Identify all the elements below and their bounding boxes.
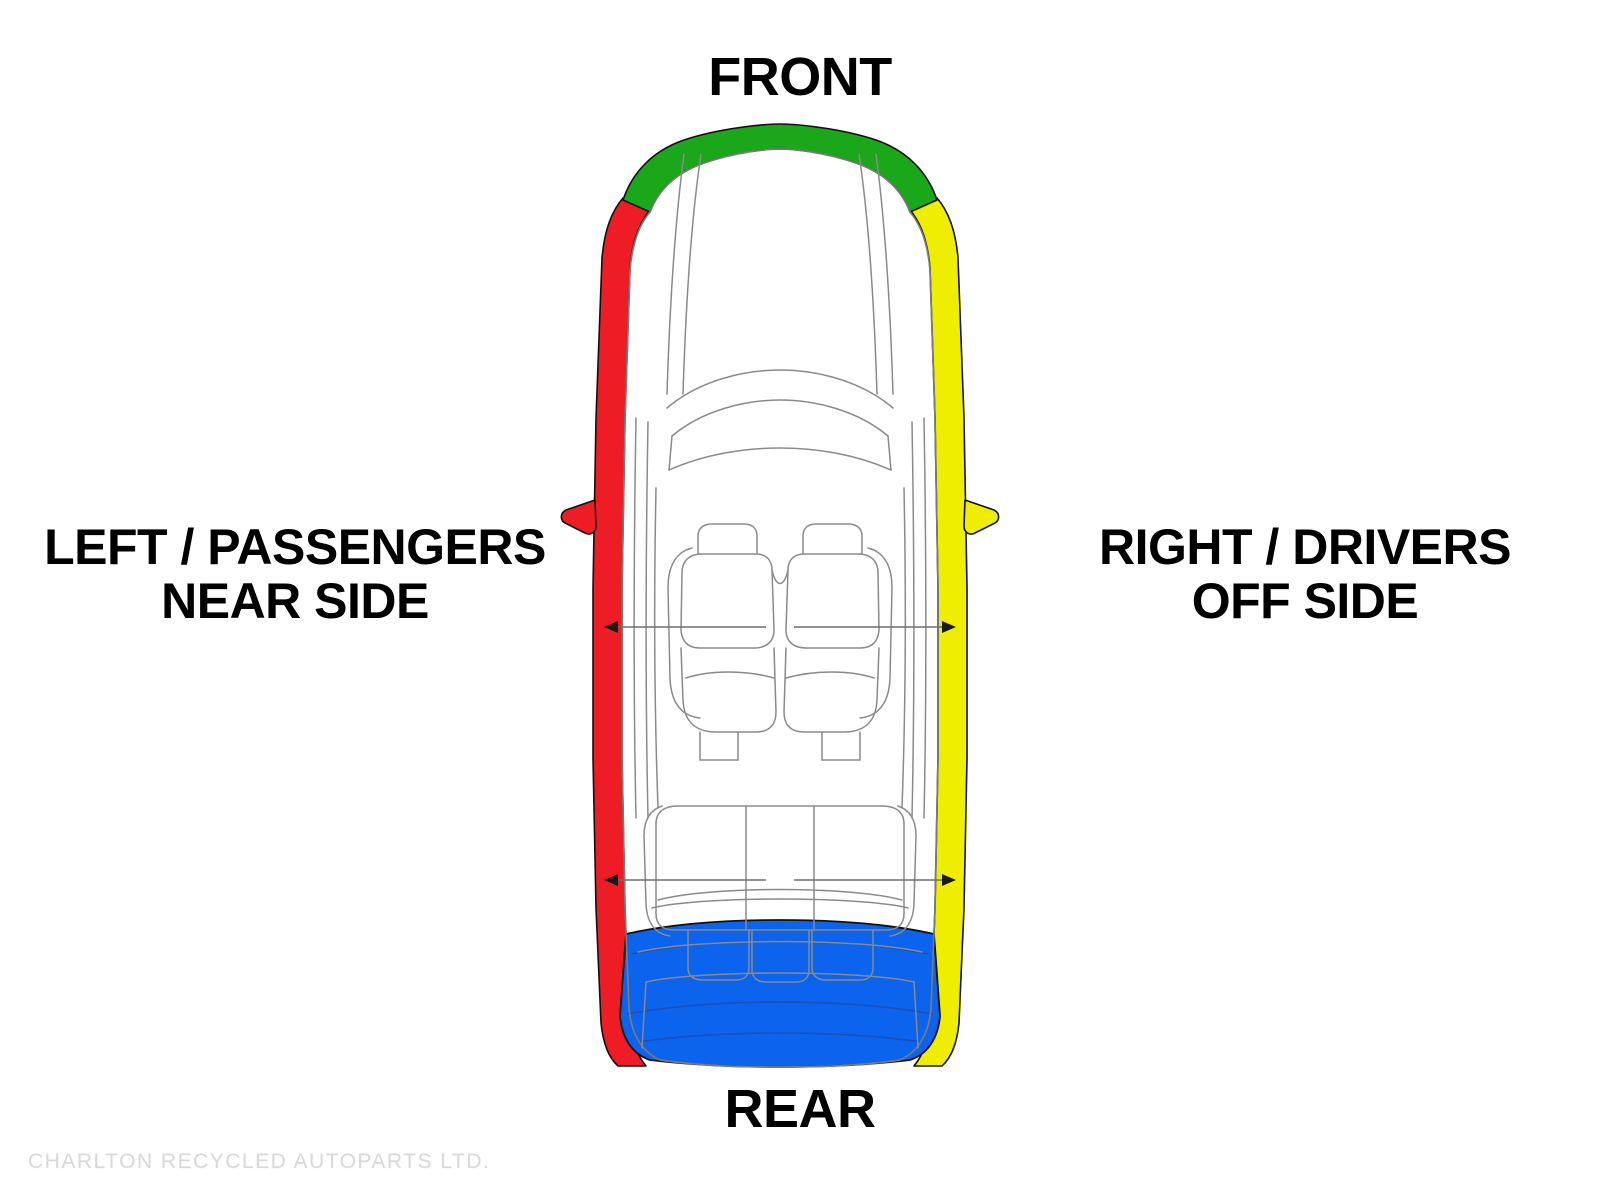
- left-door-line-a: [633, 417, 637, 819]
- front-seat-left-rail: [699, 731, 739, 761]
- bonnet-left-seam: [666, 153, 685, 395]
- rear-bench-back: [655, 805, 905, 931]
- front-seat-left-outer: [667, 547, 701, 719]
- watermark: CHARLTON RECYCLED AUTOPARTS LTD.: [28, 1150, 491, 1173]
- left-door-line-b: [645, 421, 649, 819]
- rear-seats: [643, 805, 917, 983]
- car-svg: [560, 123, 1000, 1068]
- front-seat-right-base: [783, 647, 880, 733]
- roof-rail-left: [653, 487, 659, 809]
- bonnet-right-seam: [875, 153, 894, 395]
- car-body-lines: [621, 148, 939, 1068]
- front-seat-width-arrow-icon: [604, 621, 956, 633]
- front-bumper-band: [622, 123, 938, 213]
- width-arrows: [604, 621, 956, 886]
- dash-front-edge: [668, 447, 892, 471]
- front-seat-right-headrest: [802, 523, 863, 555]
- front-label: FRONT: [708, 47, 892, 107]
- roof-rail-right: [901, 487, 907, 809]
- left-side-label-line2: NEAR SIDE: [161, 573, 429, 629]
- front-seat-left-cushion: [685, 671, 775, 679]
- front-seat-right-back: [785, 553, 880, 649]
- region-front-bumper: [622, 123, 938, 213]
- left-side-label-line1: LEFT / PASSENGERS: [44, 519, 546, 575]
- bonnet-left-seam-2: [682, 153, 702, 395]
- rear-label: REAR: [724, 1079, 876, 1139]
- tailgate-seam: [651, 898, 909, 909]
- front-seat-left-back: [680, 553, 775, 649]
- right-door-line-b: [911, 421, 915, 819]
- windscreen-inner: [671, 399, 889, 437]
- right-mirror-icon: [963, 499, 1000, 535]
- front-seats: [667, 523, 893, 761]
- bonnet-right-seam-2: [858, 153, 878, 395]
- centre-console: [771, 569, 789, 585]
- front-seat-right-rail: [821, 731, 861, 761]
- rear-bumper-band: [619, 919, 941, 1068]
- right-side-label-line2: OFF SIDE: [1191, 573, 1419, 629]
- right-side-label-line1: RIGHT / DRIVERS: [1099, 519, 1511, 575]
- windscreen-base: [668, 435, 892, 471]
- region-rear-bumper: [619, 919, 941, 1068]
- rear-bumper-line-2: [626, 1001, 934, 1015]
- front-seat-right-outer: [859, 547, 893, 719]
- front-seat-right-cushion: [785, 671, 875, 679]
- body-outline: [621, 148, 939, 1068]
- front-seat-left-base: [680, 647, 777, 733]
- front-seat-left-headrest: [697, 523, 758, 555]
- left-side-label: LEFT / PASSENGERS NEAR SIDE: [10, 520, 580, 628]
- rear-seat-width-arrow-icon: [604, 874, 956, 886]
- left-mirror-icon: [560, 499, 597, 535]
- right-door-line-a: [923, 417, 927, 819]
- rear-bumper-line-3: [637, 1032, 923, 1043]
- windscreen-outer: [666, 369, 894, 409]
- right-side-label: RIGHT / DRIVERS OFF SIDE: [1020, 520, 1590, 628]
- boot-floor-line: [637, 940, 923, 953]
- rear-bench-outer-left: [643, 805, 671, 937]
- rear-headrest-centre: [751, 929, 810, 983]
- car-top-view-illustration: [560, 118, 1000, 1068]
- boot-lid-outline: [641, 972, 919, 1049]
- rear-bench-cushion-line: [657, 888, 903, 901]
- rear-bench-outer-right: [889, 805, 917, 937]
